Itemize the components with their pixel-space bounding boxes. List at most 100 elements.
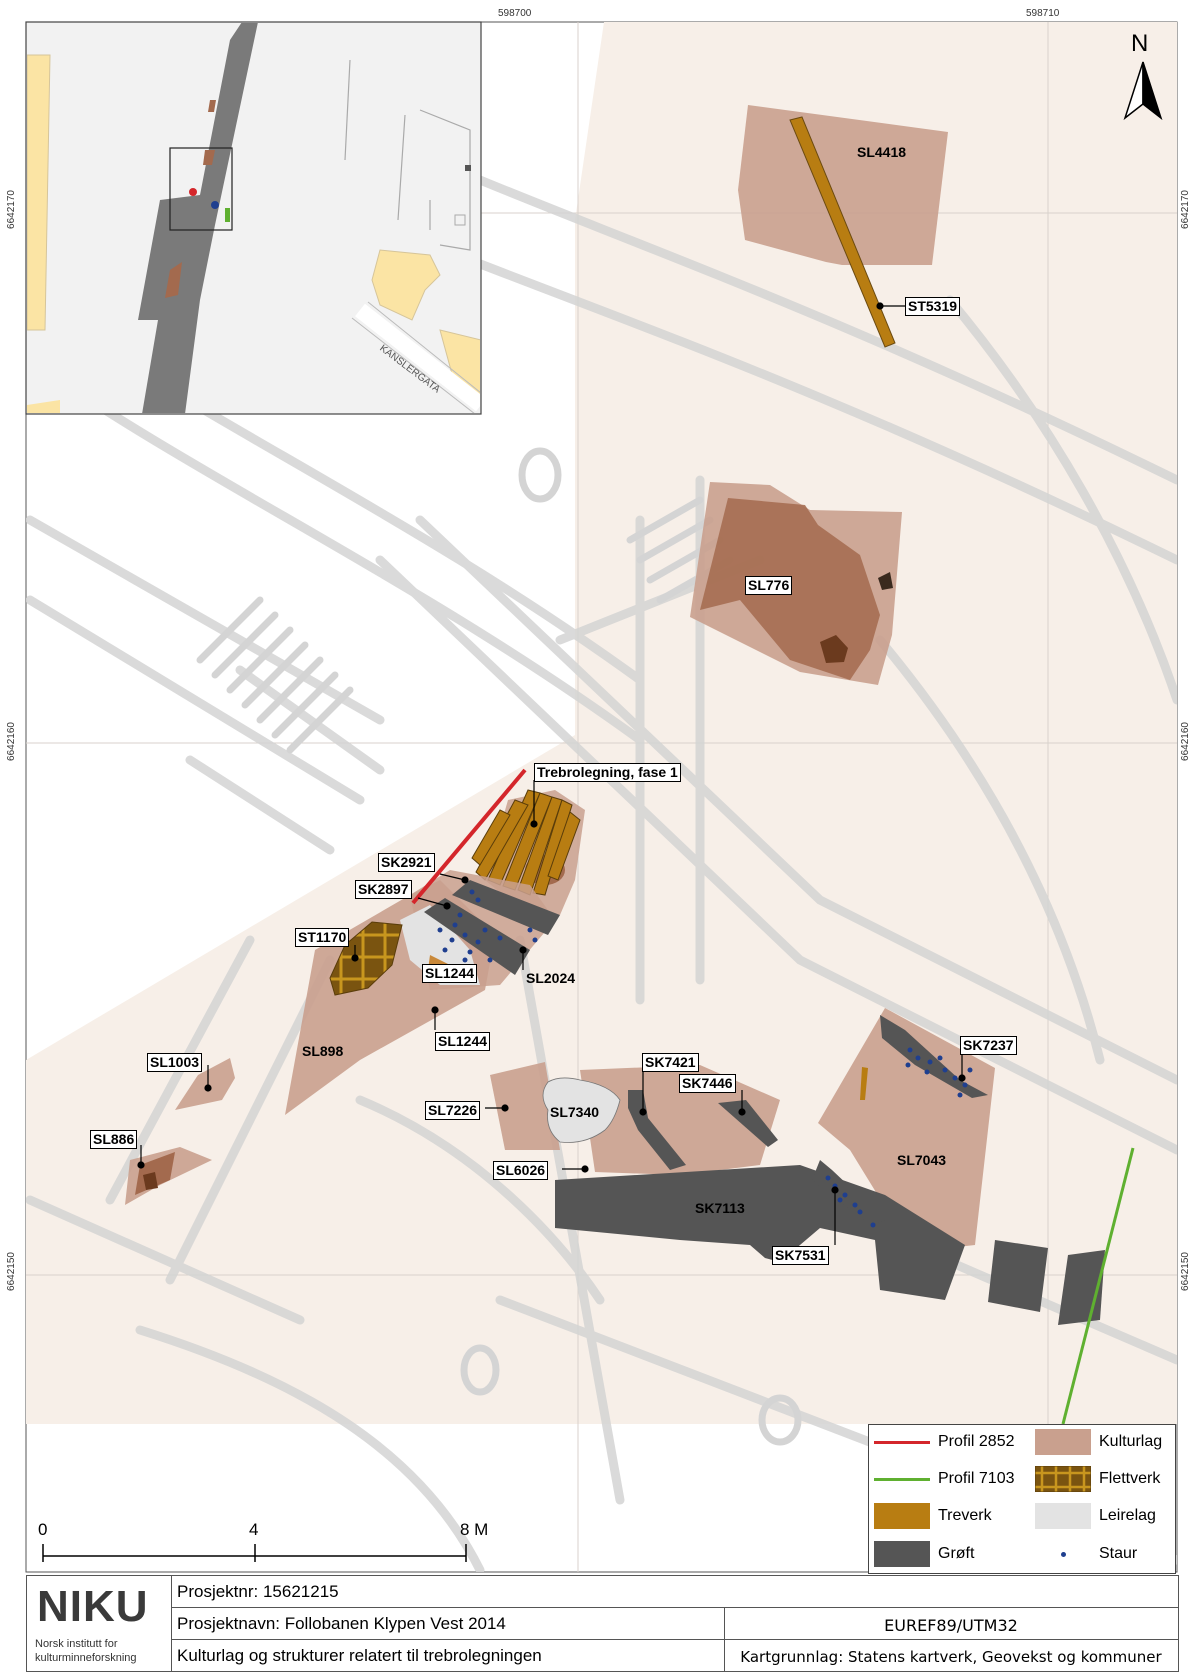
legend-swatch-flettverk (1035, 1466, 1091, 1492)
legend-swatch-staur (1035, 1541, 1091, 1567)
inset-building (439, 329, 480, 396)
legend-swatch-red-line (874, 1440, 930, 1444)
label-sl4418[interactable]: SL4418 (857, 144, 907, 160)
label-sk2897[interactable]: SK2897 (355, 880, 412, 899)
legend-swatch-kulturlag (1035, 1429, 1091, 1455)
historic-basemap-ring (460, 1344, 500, 1396)
inset-trench-strip[interactable] (138, 22, 258, 414)
inset-building (27, 400, 60, 413)
feature-sl776-wood (820, 635, 848, 663)
north-arrow-icon (1123, 61, 1163, 121)
profil-2852-line[interactable] (411, 768, 527, 905)
label-leaders (137, 302, 966, 1245)
label-sl7340[interactable]: SL7340 (550, 1104, 600, 1120)
niku-logo: NIKU (37, 1582, 149, 1631)
title-block-divider (171, 1576, 172, 1671)
map-description: Kulturlag og strukturer relatert til tre… (177, 1646, 542, 1665)
feature-st5319[interactable] (789, 116, 896, 348)
inset-outline (454, 214, 466, 226)
feature-sk7237[interactable] (880, 1015, 988, 1098)
feature-sl886-wood (143, 1172, 158, 1190)
scale-label-0: 0 (38, 1520, 48, 1539)
coord-top-598700: 598700 (498, 8, 532, 19)
legend-item-staur: Staur (1035, 1541, 1137, 1567)
title-block: NIKU Norsk institutt for kulturminnefors… (26, 1575, 1179, 1672)
label-st1170[interactable]: ST1170 (295, 928, 350, 947)
label-sl2024[interactable]: SL2024 (526, 970, 576, 986)
feature-sl7043-wood (860, 1067, 868, 1100)
inset-feature (211, 201, 219, 209)
inset-building (27, 54, 51, 331)
label-sl1244-a[interactable]: SL1244 (422, 964, 478, 983)
label-sk2921[interactable]: SK2921 (378, 853, 435, 872)
inset-road (355, 303, 480, 412)
label-trebrolegning[interactable]: Trebrolegning, fase 1 (534, 763, 681, 782)
legend-item-kulturlag: Kulturlag (1035, 1429, 1162, 1455)
basemap-credit: Kartgrunnlag: Statens kartverk, Geovekst… (740, 1648, 1162, 1666)
legend-item-profil-7103: Profil 7103 (874, 1470, 1015, 1488)
label-sk7237[interactable]: SK7237 (960, 1036, 1017, 1055)
label-sl776[interactable]: SL776 (745, 576, 793, 595)
label-sl7226[interactable]: SL7226 (425, 1101, 481, 1120)
inset-feature (225, 208, 230, 222)
legend-item-treverk: Treverk (874, 1503, 992, 1529)
prosjektnavn: Prosjektnavn: Follobanen Klypen Vest 201… (177, 1614, 506, 1633)
north-label: N (1131, 30, 1149, 57)
feature-sl1003[interactable] (175, 1058, 235, 1110)
inset-building (371, 249, 441, 321)
inset-road-edge (351, 301, 480, 413)
legend-swatch-groft (874, 1541, 930, 1567)
feature-st1170[interactable] (329, 921, 403, 996)
feature-sl7340[interactable] (542, 1077, 621, 1143)
inset-feature (165, 262, 182, 298)
inset-feature (208, 100, 216, 112)
historic-basemap-ring (518, 447, 562, 503)
coord-top-598710: 598710 (1026, 8, 1060, 19)
feature-trench-segment (988, 1240, 1048, 1312)
label-sl898[interactable]: SL898 (302, 1043, 344, 1059)
feature-sl7226[interactable] (490, 1062, 560, 1150)
legend-item-profil-2852: Profil 2852 (874, 1433, 1015, 1451)
legend-item-groft: Grøft (874, 1541, 974, 1567)
scale-label-8m: 8 M (460, 1520, 489, 1539)
label-sk7446[interactable]: SK7446 (679, 1074, 736, 1093)
historic-basemap-ring (758, 1394, 802, 1446)
scale-label-4: 4 (249, 1520, 259, 1539)
feature-sk7113[interactable] (555, 1165, 965, 1300)
title-block-divider (724, 1607, 725, 1671)
label-st5319[interactable]: ST5319 (905, 297, 961, 316)
feature-sl776-wood (878, 572, 893, 590)
legend-swatch-green-line (874, 1477, 930, 1481)
feature-sk7446[interactable] (718, 1100, 778, 1147)
feature-sk2921[interactable] (452, 880, 560, 935)
label-sl7043[interactable]: SL7043 (897, 1152, 947, 1168)
label-sl1003[interactable]: SL1003 (147, 1053, 203, 1072)
inset-extent-box[interactable] (169, 147, 233, 231)
feature-trebro-planks[interactable] (471, 789, 581, 896)
label-sk7421[interactable]: SK7421 (642, 1053, 699, 1072)
label-sl6026[interactable]: SL6026 (493, 1161, 549, 1180)
label-sl1244-b[interactable]: SL1244 (435, 1032, 491, 1051)
inset-outline (465, 165, 471, 171)
title-block-divider (171, 1607, 1178, 1608)
label-sk7113[interactable]: SK7113 (695, 1200, 745, 1216)
label-sk7531[interactable]: SK7531 (772, 1246, 829, 1265)
logo-subtitle-2: kulturminneforskning (35, 1652, 137, 1664)
crs-label: EUREF89/UTM32 (884, 1616, 1018, 1635)
profil-7103-line[interactable] (1061, 1147, 1135, 1425)
legend: Profil 2852 Kulturlag Profil 7103 Flettv… (868, 1424, 1176, 1574)
title-block-divider (171, 1639, 1178, 1640)
legend-swatch-treverk (874, 1503, 930, 1529)
label-sl886[interactable]: SL886 (90, 1130, 138, 1149)
feature-sk2897[interactable] (424, 898, 530, 975)
feature-sl4418[interactable] (738, 105, 948, 265)
legend-swatch-leirelag (1035, 1503, 1091, 1529)
inset-map[interactable] (25, 21, 482, 415)
scale-bar (42, 1544, 467, 1562)
logo-subtitle-1: Norsk institutt for (35, 1638, 118, 1650)
feature-sk7531[interactable] (812, 1160, 885, 1225)
legend-item-leirelag: Leirelag (1035, 1503, 1156, 1529)
inset-feature (203, 150, 215, 165)
staur-points (437, 889, 973, 1228)
